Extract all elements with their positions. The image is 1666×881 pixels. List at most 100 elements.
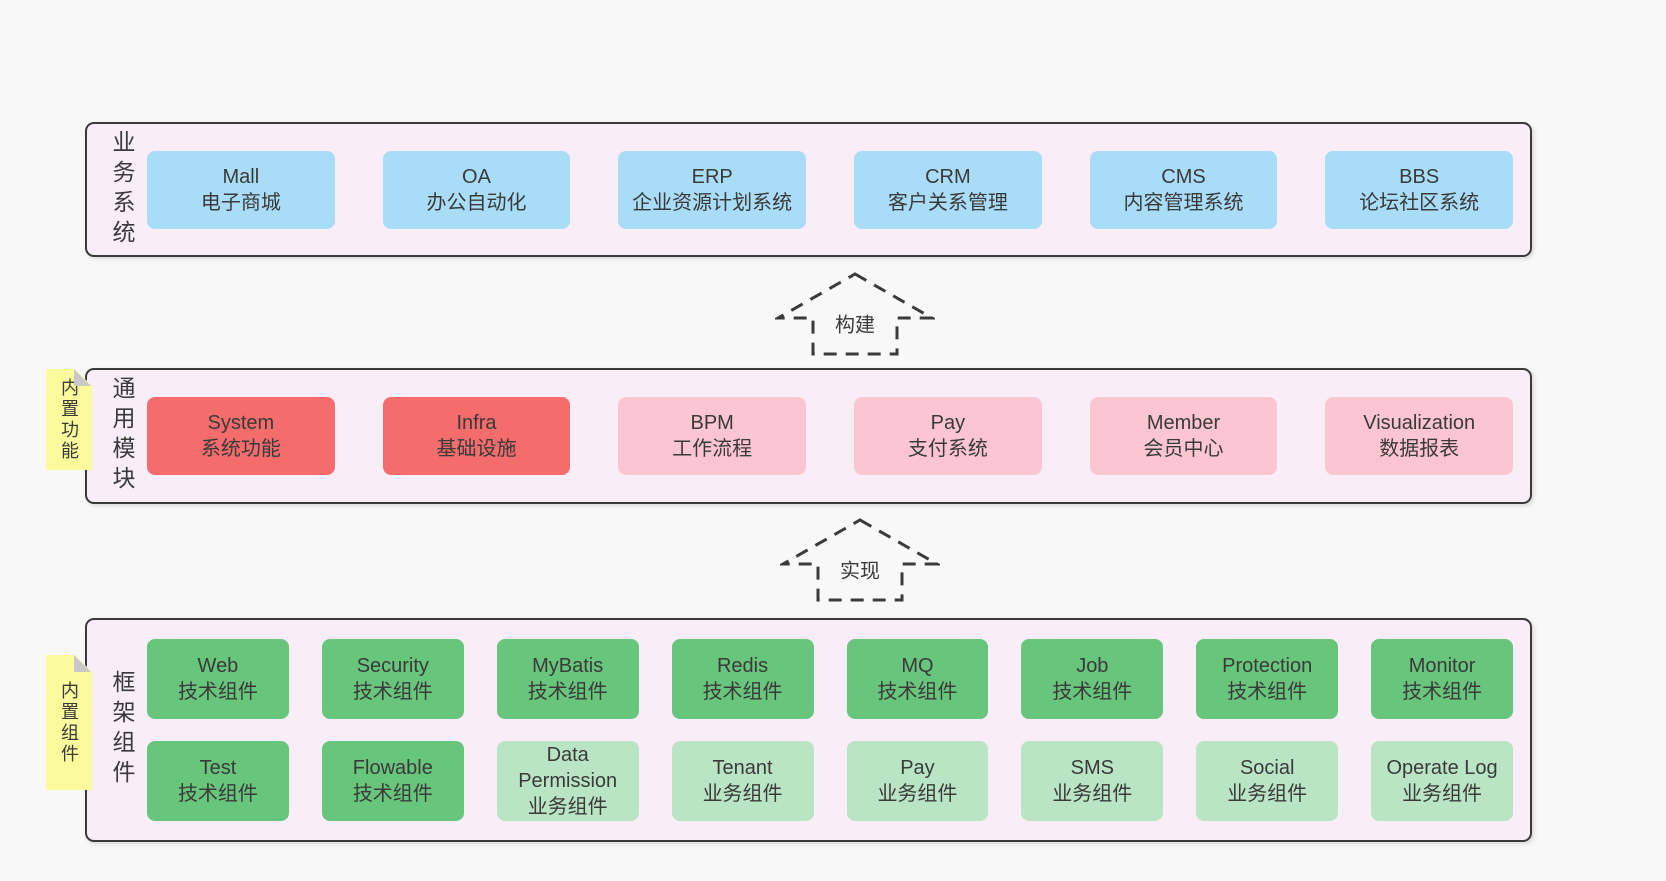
box-title: Mall bbox=[222, 165, 260, 188]
box-infra: Infra 基础设施 bbox=[382, 397, 571, 475]
box-title: Protection bbox=[1222, 655, 1313, 677]
box-subtitle: 系统功能 bbox=[200, 438, 281, 460]
box-subtitle: 技术组件 bbox=[877, 681, 958, 703]
sticky-note-builtin-components-label: 内置组件 bbox=[59, 680, 79, 765]
box-mq: MQ 技术组件 bbox=[846, 639, 989, 719]
box-subtitle: 技术组件 bbox=[352, 783, 433, 805]
box-title: System bbox=[207, 412, 275, 434]
box-protection: Protection 技术组件 bbox=[1196, 639, 1339, 719]
box-title: Security bbox=[356, 655, 429, 677]
box-pay: Pay 业务组件 bbox=[846, 741, 989, 821]
box-title: Tenant bbox=[712, 757, 773, 779]
box-title: CMS bbox=[1161, 165, 1206, 188]
sticky-note-builtin-components: 内置组件 bbox=[46, 655, 92, 790]
box-subtitle: 技术组件 bbox=[177, 681, 258, 703]
arrow-implement-label: 实现 bbox=[836, 553, 884, 585]
box-cms: CMS 内容管理系统 bbox=[1089, 150, 1278, 229]
box-title: Member bbox=[1146, 412, 1221, 434]
box-subtitle: 技术组件 bbox=[352, 681, 433, 703]
box-title: Test bbox=[199, 757, 237, 779]
box-pay: Pay 支付系统 bbox=[854, 397, 1042, 475]
box-sms: SMS 业务组件 bbox=[1021, 741, 1164, 821]
box-subtitle: 论坛社区系统 bbox=[1359, 191, 1480, 214]
box-subtitle: 客户关系管理 bbox=[887, 191, 1008, 214]
box-title: Pay bbox=[900, 757, 935, 779]
box-subtitle: 业务组件 bbox=[1402, 783, 1483, 805]
box-title: Infra bbox=[456, 412, 497, 434]
box-subtitle: 业务组件 bbox=[877, 783, 958, 805]
box-subtitle: 数据报表 bbox=[1379, 438, 1460, 460]
box-title: Redis bbox=[716, 655, 769, 677]
box-flowable: Flowable 技术组件 bbox=[321, 741, 464, 821]
box-title: CRM bbox=[925, 165, 971, 188]
box-title: MyBatis bbox=[532, 655, 604, 677]
up-block-arrow-icon bbox=[780, 518, 940, 602]
box-monitor: Monitor 技术组件 bbox=[1371, 639, 1513, 719]
box-redis: Redis 技术组件 bbox=[671, 639, 814, 719]
box-title: Job bbox=[1076, 655, 1109, 677]
box-visualization: Visualization 数据报表 bbox=[1325, 397, 1514, 475]
sticky-note-builtin-features-label: 内置功能 bbox=[59, 377, 79, 462]
box-subtitle: 业务组件 bbox=[702, 783, 783, 805]
box-security: Security 技术组件 bbox=[321, 639, 464, 719]
box-subtitle: 业务组件 bbox=[1227, 783, 1308, 805]
box-mybatis: MyBatis 技术组件 bbox=[496, 639, 639, 719]
box-subtitle: 技术组件 bbox=[702, 681, 783, 703]
box-test: Test 技术组件 bbox=[147, 741, 289, 821]
box-operate-log: Operate Log 业务组件 bbox=[1371, 741, 1513, 821]
box-title: Monitor bbox=[1408, 655, 1476, 677]
box-subtitle: 技术组件 bbox=[527, 681, 608, 703]
box-title: Visualization bbox=[1363, 412, 1476, 434]
section-label-business-systems: 业务系统 bbox=[109, 129, 135, 250]
box-subtitle: 业务组件 bbox=[527, 796, 608, 818]
box-subtitle: 技术组件 bbox=[1402, 681, 1483, 703]
box-title: MQ bbox=[901, 655, 934, 677]
box-subtitle: 技术组件 bbox=[177, 783, 258, 805]
box-subtitle: 支付系统 bbox=[907, 438, 988, 460]
box-subtitle: 基础设施 bbox=[436, 438, 517, 460]
box-job: Job 技术组件 bbox=[1021, 639, 1164, 719]
box-mall: Mall 电子商城 bbox=[147, 150, 335, 229]
section-label-framework-components: 框架组件 bbox=[109, 670, 135, 790]
box-tenant: Tenant 业务组件 bbox=[671, 741, 814, 821]
box-subtitle: 技术组件 bbox=[1227, 681, 1308, 703]
box-title: Pay bbox=[930, 412, 966, 434]
box-title: Operate Log bbox=[1386, 757, 1498, 779]
box-member: Member 会员中心 bbox=[1089, 397, 1278, 475]
box-title: ERP bbox=[691, 165, 733, 188]
section-label-common-modules: 通用模块 bbox=[109, 376, 135, 496]
box-subtitle: 工作流程 bbox=[672, 438, 753, 460]
arrow-build: 构建 bbox=[775, 271, 935, 357]
box-subtitle: 业务组件 bbox=[1052, 783, 1133, 805]
box-crm: CRM 客户关系管理 bbox=[854, 150, 1042, 229]
up-block-arrow-icon bbox=[775, 272, 935, 356]
box-title: Web bbox=[197, 655, 239, 677]
box-title: SMS bbox=[1070, 757, 1114, 779]
arrow-implement: 实现 bbox=[780, 517, 940, 603]
box-title: Flowable bbox=[352, 757, 433, 779]
box-subtitle: 会员中心 bbox=[1143, 438, 1224, 460]
box-subtitle: 办公自动化 bbox=[426, 191, 527, 214]
box-subtitle: 企业资源计划系统 bbox=[632, 191, 793, 214]
box-subtitle: 技术组件 bbox=[1052, 681, 1133, 703]
arrow-build-label: 构建 bbox=[831, 307, 879, 339]
box-system: System 系统功能 bbox=[147, 397, 335, 475]
box-web: Web 技术组件 bbox=[147, 639, 289, 719]
box-subtitle: 内容管理系统 bbox=[1123, 191, 1244, 214]
box-erp: ERP 企业资源计划系统 bbox=[618, 150, 807, 229]
box-subtitle: 电子商城 bbox=[200, 191, 281, 214]
